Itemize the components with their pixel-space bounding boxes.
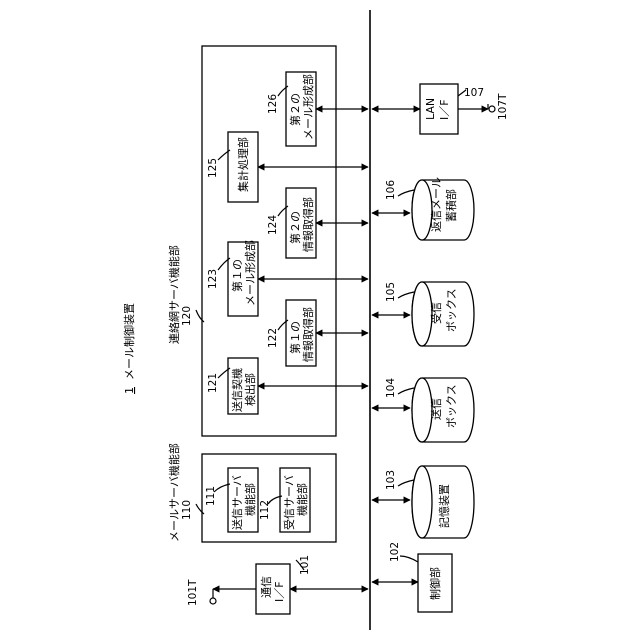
components-control-line1: 制御部 bbox=[428, 567, 442, 600]
components-comm-if-line2: I／F bbox=[273, 581, 286, 602]
contact-server-ref: 120 bbox=[181, 306, 193, 326]
info-acquisition-1-ref: 122 bbox=[267, 328, 279, 348]
components-mail-form-2-line1: 第２の bbox=[288, 93, 302, 126]
mail-formation-1-ref: 123 bbox=[207, 269, 219, 289]
mail-formation-2-ref: 126 bbox=[267, 94, 279, 114]
figure-title-ref: 1 bbox=[123, 387, 136, 394]
reply-mail-storage: 返信メール 蓄積部 106 bbox=[385, 177, 474, 240]
components-reply-store-line1: 返信メール bbox=[430, 177, 443, 232]
components-send-box-line2: ボックス bbox=[445, 384, 458, 428]
components-send-detect-line2: 検出部 bbox=[243, 373, 257, 406]
components-send-box-line1: 送信 bbox=[429, 398, 443, 420]
components-info-acq-2-line1: 第２の bbox=[288, 211, 302, 244]
components-send-server-line2: 機能部 bbox=[243, 483, 257, 516]
components-send-detect-line1: 送信契機 bbox=[230, 368, 244, 412]
comm-terminal: 101T bbox=[187, 579, 256, 606]
components-recv-server-line1: 受信サーバ bbox=[283, 475, 296, 530]
components-comm-if-line1: 通信 bbox=[260, 576, 273, 598]
mail-server-label: メールサーバ機能部 bbox=[167, 443, 181, 542]
components-storage-line1: 記憶装置 bbox=[437, 484, 451, 528]
components-send-server-line1: 送信サーバ bbox=[230, 475, 244, 530]
send-box: 送信 ボックス 104 bbox=[385, 378, 474, 442]
components-info-acq-1-line1: 第１の bbox=[288, 321, 302, 354]
comm-terminal-ref: 101T bbox=[187, 579, 199, 606]
components-info-acq-2-line2: 情報取得部 bbox=[301, 197, 315, 252]
storage-device-ref: 103 bbox=[385, 470, 397, 490]
control-unit: 制御部 102 bbox=[389, 542, 452, 612]
receive-box: 受信 ボックス 105 bbox=[385, 282, 474, 346]
lan-if-ref: 107 bbox=[464, 87, 484, 99]
receive-box-ref: 105 bbox=[385, 282, 397, 302]
components-recv-server-line2: 機能部 bbox=[295, 483, 309, 516]
components-mail-form-2-line2: メール形成部 bbox=[301, 74, 315, 140]
info-acquisition-2-ref: 124 bbox=[267, 215, 279, 235]
figure-title-text: メール制御装置 bbox=[122, 303, 136, 380]
tally-processing-ref: 125 bbox=[207, 158, 219, 178]
components-mail-form-1-line2: メール形成部 bbox=[243, 240, 257, 306]
send-server-ref: 111 bbox=[205, 486, 217, 506]
components-mail-form-1-line1: 第１の bbox=[230, 259, 244, 292]
components-lan-if-line2: I／F bbox=[438, 99, 451, 120]
components-info-acq-1-line2: 情報取得部 bbox=[301, 307, 315, 362]
storage-device: 記憶装置 103 bbox=[385, 466, 474, 538]
send-box-ref: 104 bbox=[385, 378, 397, 398]
components-tally-line1: 集計処理部 bbox=[236, 137, 250, 192]
lan-terminal-ref: 107T bbox=[497, 93, 509, 120]
components-recv-box-line1: 受信 bbox=[430, 302, 443, 324]
contact-server-label: 連絡網サーバ機能部 bbox=[167, 245, 181, 344]
figure-title: 1 メール制御装置 bbox=[122, 303, 136, 394]
send-detect-ref: 121 bbox=[207, 373, 219, 393]
components-reply-store-line2: 蓄積部 bbox=[444, 189, 458, 222]
components-lan-if-line1: LAN bbox=[424, 98, 437, 120]
components-recv-box-line2: ボックス bbox=[445, 288, 458, 332]
comm-if-block: 通信 I／F 101 bbox=[256, 555, 311, 614]
control-unit-ref: 102 bbox=[389, 542, 401, 562]
mail-server-ref: 110 bbox=[181, 500, 193, 520]
reply-mail-storage-ref: 106 bbox=[385, 180, 397, 200]
